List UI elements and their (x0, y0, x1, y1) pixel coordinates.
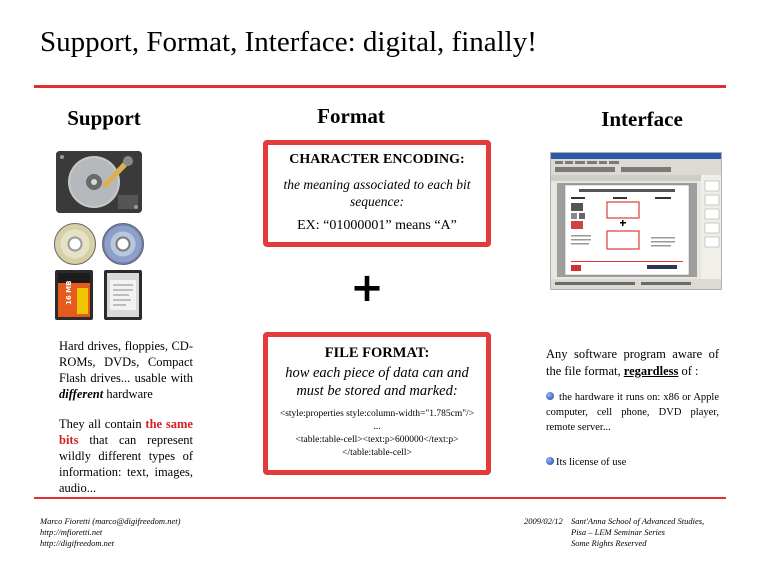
emphasis-same-bits: the same bits (59, 417, 193, 447)
footer-org-3: Some Rights Reserved (571, 538, 647, 548)
file-format-description: how each piece of data can and must be s… (285, 365, 469, 399)
dvd-icon (102, 223, 144, 265)
emphasis-different: different (59, 387, 104, 401)
footer-date: 2009/02/12 (524, 516, 563, 526)
bottom-divider (34, 497, 726, 499)
compact-flash-card-icon: 16 MB (55, 270, 93, 320)
character-encoding-example: EX: “01000001” means “A” (297, 218, 457, 233)
support-heading: Support (67, 106, 141, 130)
interface-bullet-hardware: the hardware it runs on: x86 or Apple co… (546, 392, 719, 433)
plus-sign: + (350, 265, 384, 311)
character-encoding-description: the meaning associated to each bit seque… (283, 177, 471, 209)
hard-drive-image (56, 151, 142, 213)
cf-card-label: 16 MB (65, 281, 73, 305)
support-paragraph-1: Hard drives, floppies, CD-ROMs, DVDs, Co… (59, 339, 193, 401)
code-line-2: ... (373, 422, 381, 432)
emphasis-regardless: regardless (623, 364, 679, 378)
support-description: Hard drives, floppies, CD-ROMs, DVDs, Co… (59, 338, 193, 510)
character-encoding-title: CHARACTER ENCODING: (289, 152, 465, 167)
interface-heading: Interface (601, 107, 683, 131)
top-divider (34, 85, 726, 88)
support-paragraph-2: They all contain the same bits that can … (59, 417, 193, 495)
footer-author-block: Marco Fioretti (marco@digifreedom.net) h… (40, 516, 180, 549)
code-line-1: <style:properties style:column-width="1.… (279, 409, 475, 419)
bullet-icon (546, 392, 554, 400)
flash-card-back-icon (104, 270, 142, 320)
footer-url-1: http://mfioretti.net (40, 527, 103, 537)
bullet-icon (546, 457, 554, 465)
file-format-title: FILE FORMAT: (324, 345, 430, 361)
interface-description: Any software program aware of the file f… (546, 346, 719, 490)
office-suite-screenshot (550, 152, 722, 290)
footer-author: Marco Fioretti (marco@digifreedom.net) (40, 516, 181, 526)
footer-url-2: http://digifreedom.net (40, 538, 115, 548)
interface-paragraph: Any software program aware of the file f… (546, 347, 719, 378)
format-heading: Format (317, 104, 385, 128)
interface-bullet-license: Its license of use (546, 455, 719, 470)
footer-org-block: Sant'Anna School of Advanced Studies, Pi… (571, 516, 704, 549)
file-format-box: FILE FORMAT: how each piece of data can … (263, 332, 491, 475)
slide-title: Support, Format, Interface: digital, fin… (40, 26, 537, 58)
code-line-3: <table:table-cell><text:p>600000</text:p… (295, 435, 459, 458)
character-encoding-box: CHARACTER ENCODING: the meaning associat… (263, 140, 491, 247)
cd-icon (54, 223, 96, 265)
footer-org-2: Pisa – LEM Seminar Series (571, 527, 665, 537)
footer-org-1: Sant'Anna School of Advanced Studies, (571, 516, 705, 526)
